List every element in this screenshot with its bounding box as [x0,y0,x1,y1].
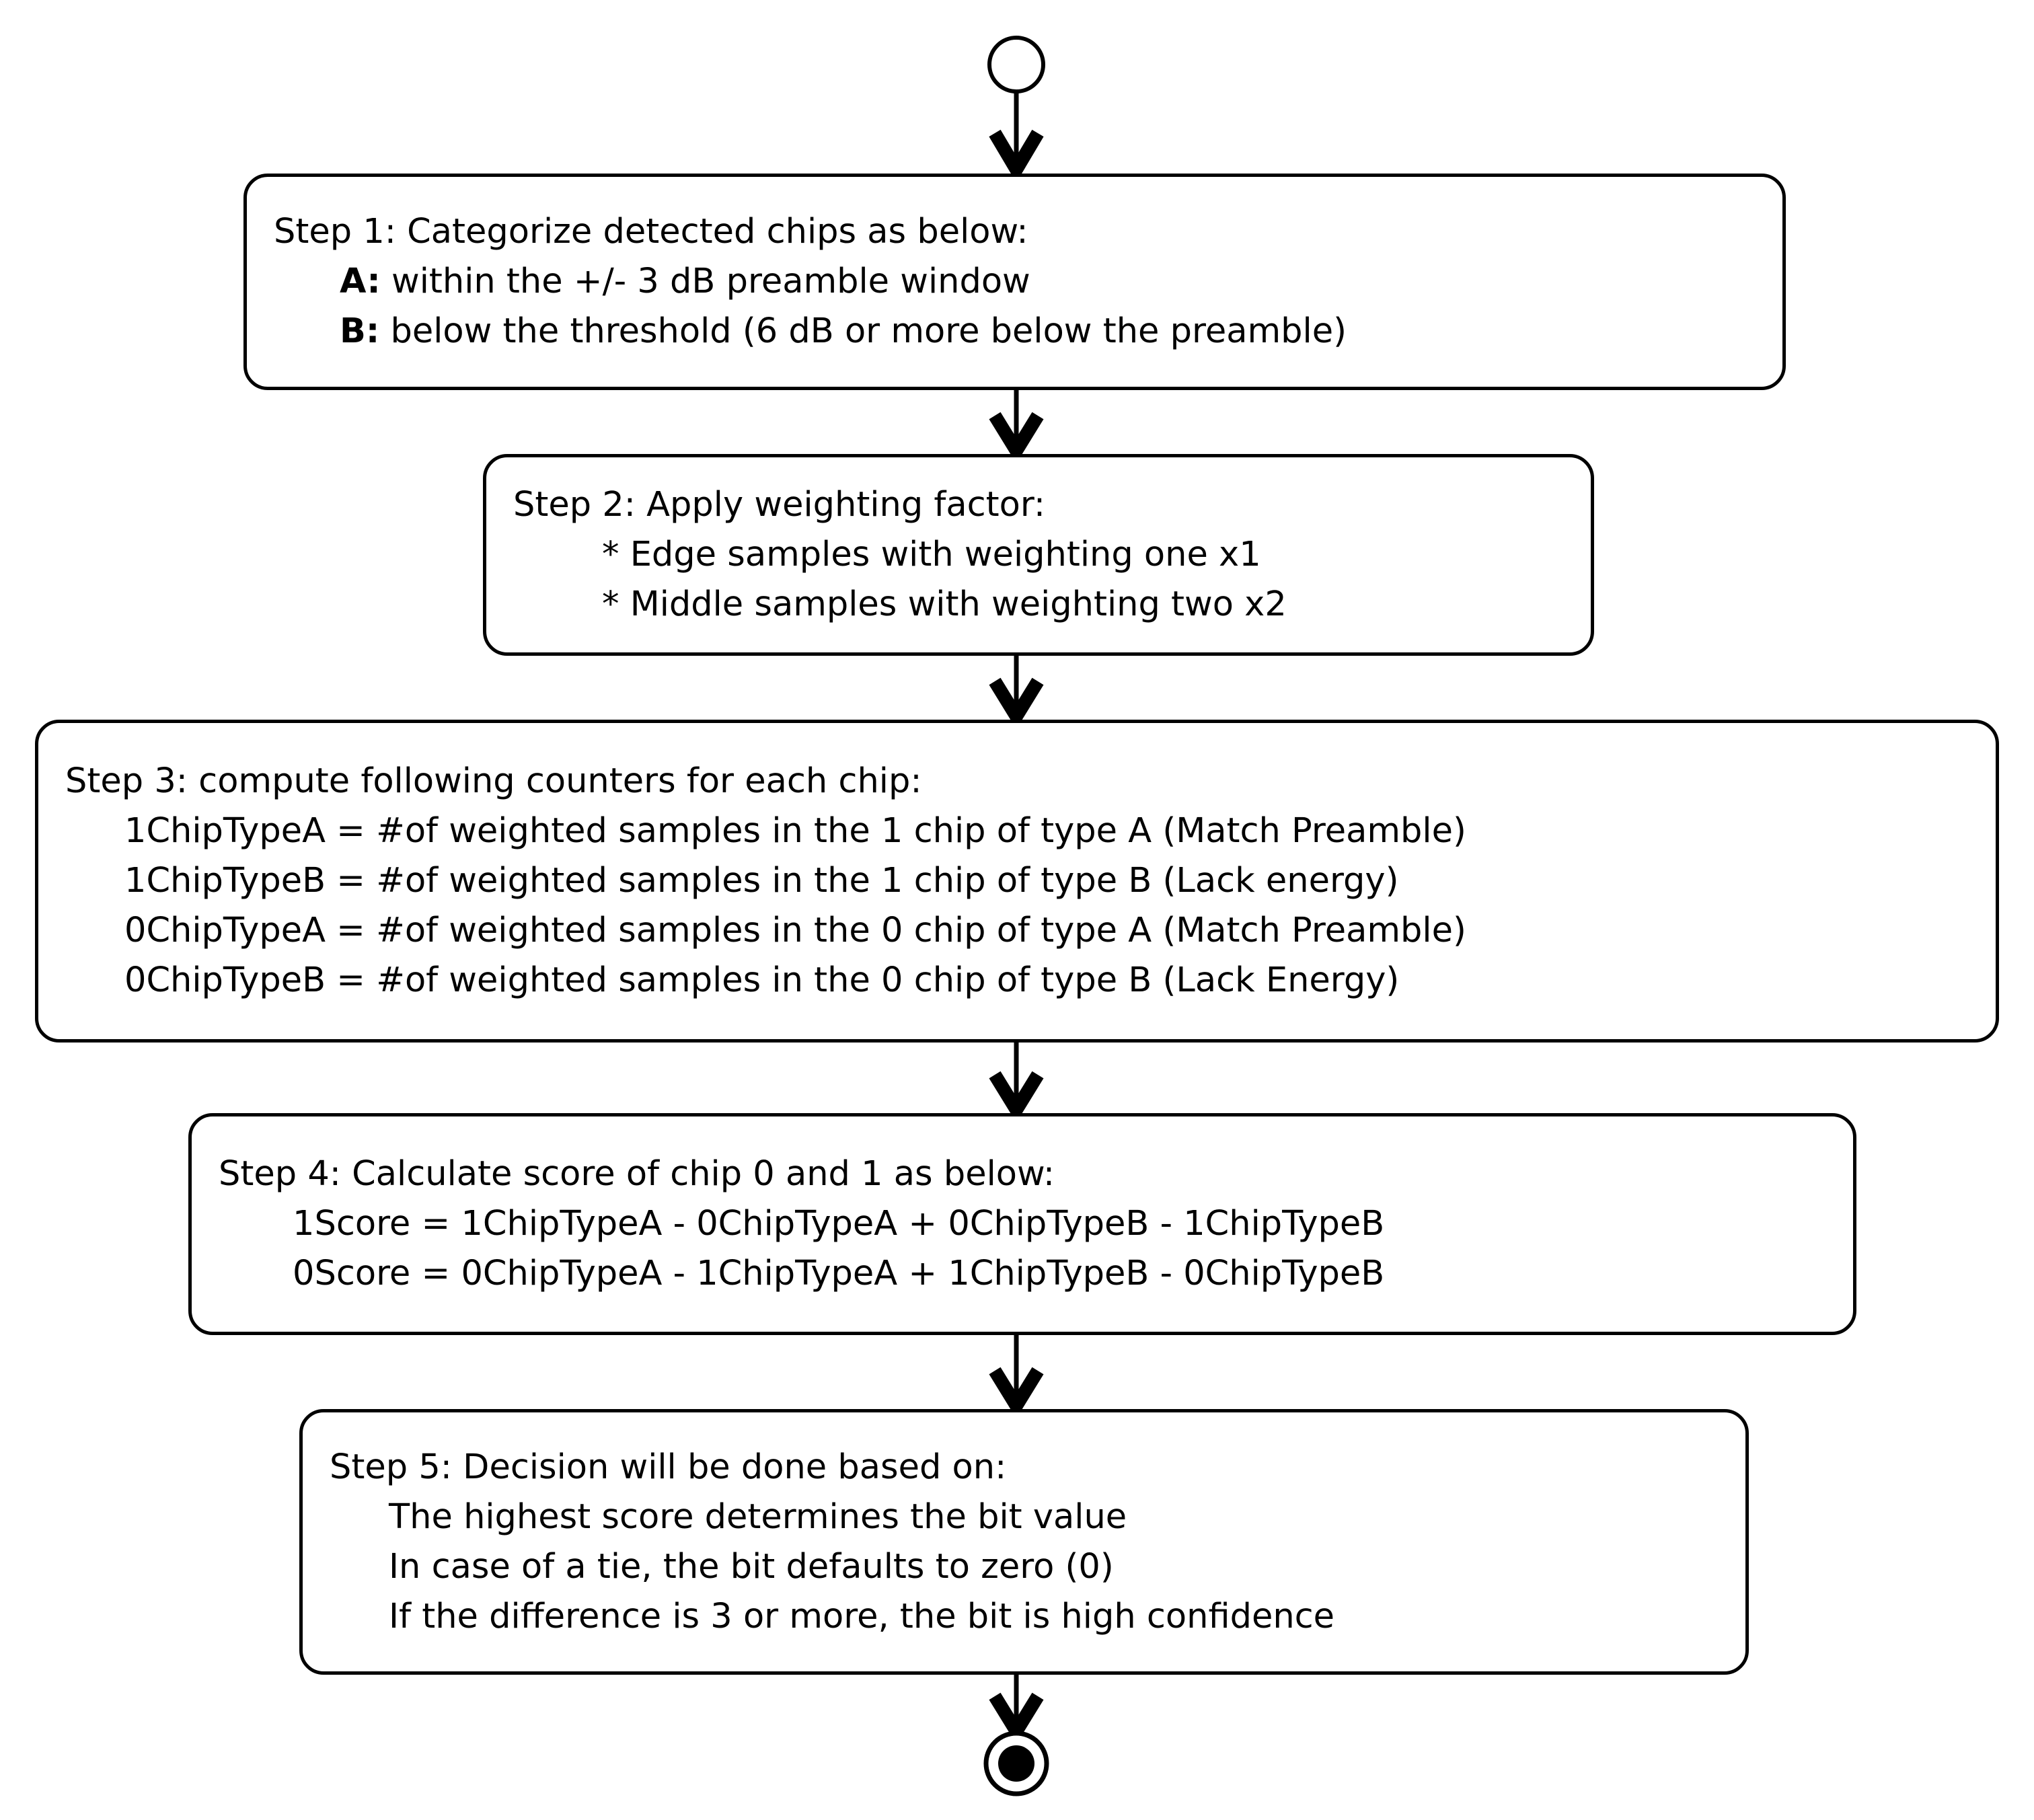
edge-step2-to-step3 [989,656,1044,730]
edge-step3-to-step4 [989,1042,1044,1123]
activity-node-step5[interactable]: Step 5: Decision will be done based on: … [299,1409,1749,1675]
edge-step4-to-step5 [989,1335,1044,1419]
activity-node-step2[interactable]: Step 2: Apply weighting factor: * Edge s… [483,454,1594,656]
step1-text-a: within the +/- 3 dB preamble window [380,262,1030,301]
step4-line-1: 1Score = 1ChipTypeA - 0ChipTypeA + 0Chip… [293,1204,1385,1244]
start-node-icon [987,36,1045,93]
step5-line-0: Step 5: Decision will be done based on: [330,1447,1007,1487]
step1-line-2: B: below the threshold (6 dB or more bel… [247,307,1782,356]
step5-line-2: In case of a tie, the bit defaults to ze… [389,1546,1114,1587]
step5-line-1: The highest score determines the bit val… [389,1496,1127,1537]
edge-step5-to-end [989,1675,1044,1745]
activity-node-step4[interactable]: Step 4: Calculate score of chip 0 and 1 … [188,1113,1856,1335]
step1-label-b: B: [340,311,380,351]
step1-line-1: A: within the +/- 3 dB preamble window [247,257,1782,307]
activity-node-step3[interactable]: Step 3: compute following counters for e… [35,720,1999,1042]
activity-node-step1[interactable]: Step 1: Categorize detected chips as bel… [243,174,1786,390]
step3-line-3: 0ChipTypeA = #of weighted samples in the… [124,911,1466,950]
step1-line-0: Step 1: Categorize detected chips as bel… [274,212,1028,252]
step2-line-1: * Edge samples with weighting one x1 [602,535,1261,574]
step3-line-2: 1ChipTypeB = #of weighted samples in the… [124,861,1399,901]
step4-line-2: 0Score = 0ChipTypeA - 1ChipTypeA + 1Chip… [293,1254,1385,1293]
step3-line-0: Step 3: compute following counters for e… [65,761,922,801]
end-node-icon [983,1731,1049,1796]
step2-line-2: * Middle samples with weighting two x2 [602,584,1287,624]
step3-line-1: 1ChipTypeA = #of weighted samples in the… [124,811,1466,851]
edge-step1-to-step2 [989,390,1044,464]
step2-line-0: Step 2: Apply weighting factor: [513,485,1046,525]
step1-label-a: A: [340,262,381,301]
edge-start-to-step1 [989,91,1044,183]
step3-line-4: 0ChipTypeB = #of weighted samples in the… [124,960,1400,1000]
step5-line-3: If the difference is 3 or more, the bit … [389,1596,1335,1636]
step4-line-0: Step 4: Calculate score of chip 0 and 1 … [219,1154,1055,1194]
step1-text-b: below the threshold (6 dB or more below … [379,311,1347,351]
